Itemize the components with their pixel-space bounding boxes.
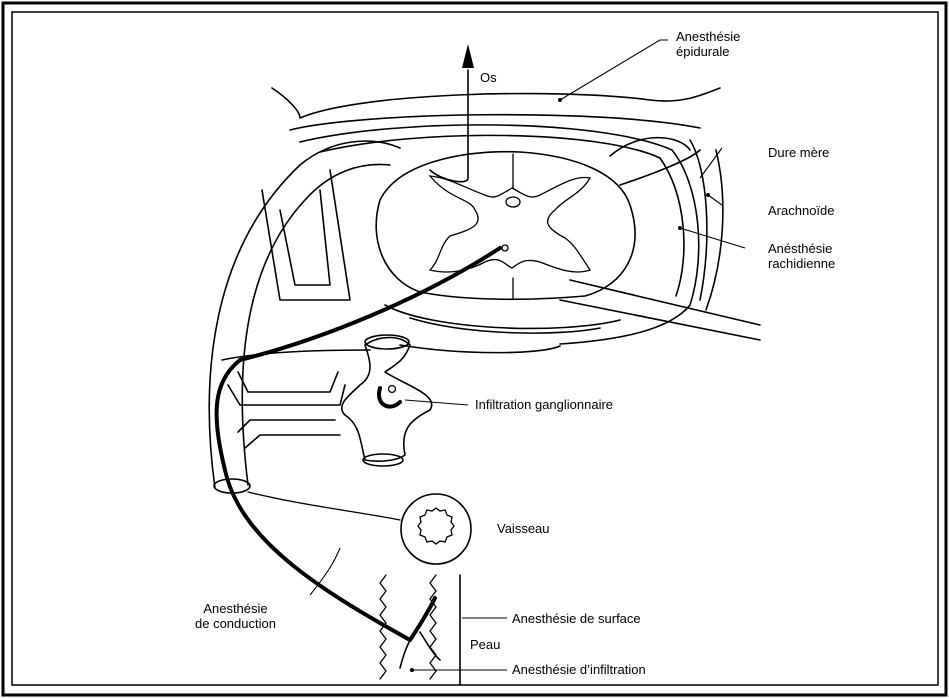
label-rachidienne-line2: rachidienne xyxy=(768,256,835,271)
label-infiltration: Anesthésie d’infiltration xyxy=(512,662,646,677)
label-vaisseau: Vaisseau xyxy=(497,521,550,536)
label-ganglionnaire: Infiltration ganglionnaire xyxy=(475,397,613,412)
leader-lines xyxy=(310,40,745,672)
label-dure-mere: Dure mère xyxy=(768,145,829,160)
bone-outline xyxy=(272,88,720,130)
label-epidurale-line2: épidurale xyxy=(676,44,740,59)
label-epidurale: Anesthésie épidurale xyxy=(676,29,740,59)
label-peau: Peau xyxy=(470,637,500,652)
label-surface: Anesthésie de surface xyxy=(512,611,641,626)
label-rachidienne-line1: Anésthésie xyxy=(768,241,835,256)
label-conduction: Anesthésie de conduction xyxy=(195,601,276,631)
label-rachidienne: Anésthésie rachidienne xyxy=(768,241,835,271)
label-os: Os xyxy=(480,70,497,85)
label-conduction-line2: de conduction xyxy=(195,616,276,631)
label-conduction-line1: Anesthésie xyxy=(195,601,276,616)
spinal-cord xyxy=(376,152,635,300)
inner-border xyxy=(12,12,938,685)
label-arachnoide: Arachnoïde xyxy=(768,203,835,218)
label-epidurale-line1: Anesthésie xyxy=(676,29,740,44)
frame-border xyxy=(3,3,946,695)
right-root xyxy=(610,138,700,185)
